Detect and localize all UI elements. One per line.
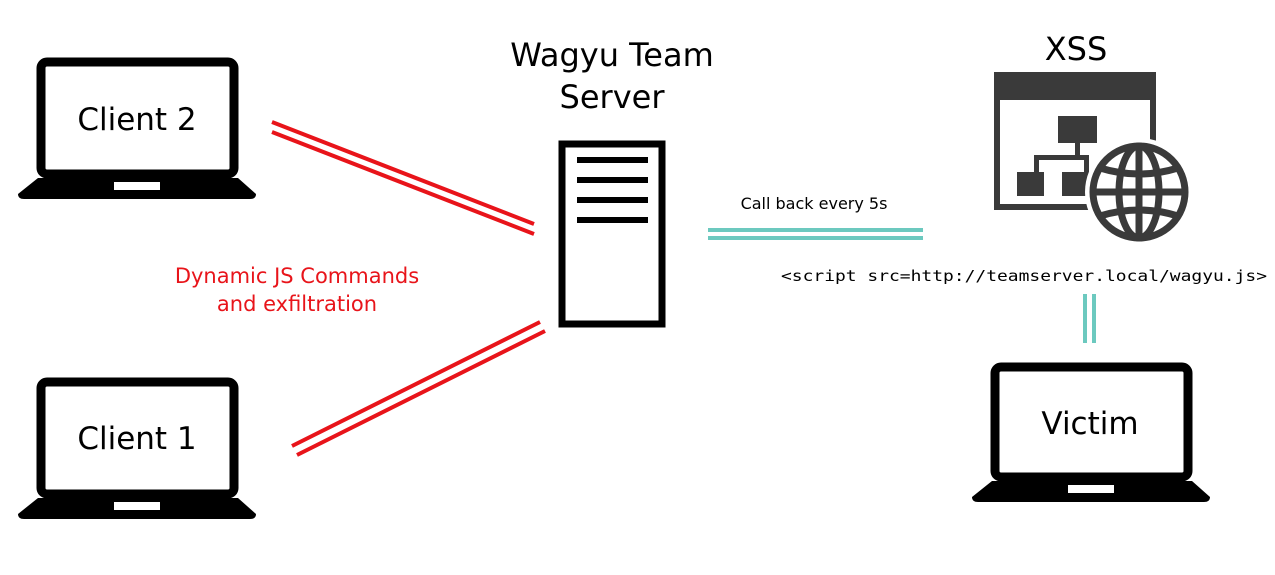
laptop-icon (972, 362, 1210, 502)
callback-label: Call back every 5s (741, 194, 888, 213)
script-tag-label: <script src=http://teamserver.local/wagy… (781, 267, 1267, 285)
red-link-client-2-to-server (271, 120, 535, 236)
server-title-line-2: Server (560, 78, 666, 116)
teal-link-server-to-xss (708, 228, 923, 240)
server-tower-icon (558, 140, 666, 328)
client-1-laptop: Client 1 (18, 377, 256, 519)
laptop-icon (18, 57, 256, 199)
red-link-label-line-1: Dynamic JS Commands (175, 264, 419, 288)
website-sitemap-globe-icon (994, 72, 1193, 246)
victim-laptop: Victim (972, 362, 1210, 502)
client-1-label: Client 1 (77, 421, 196, 457)
team-server: Wagyu Team Server (510, 36, 714, 328)
server-title-line-1: Wagyu Team (510, 36, 713, 74)
laptop-icon (18, 377, 256, 519)
xss-title: XSS (1045, 30, 1108, 68)
xss-node: XSS (994, 30, 1193, 246)
red-link-label-line-2: and exfiltration (217, 292, 377, 316)
red-link-client-1-to-server (291, 320, 546, 457)
client-2-label: Client 2 (77, 102, 196, 138)
victim-label: Victim (1041, 406, 1138, 442)
client-2-laptop: Client 2 (18, 57, 256, 199)
teal-link-xss-to-victim (1083, 294, 1096, 343)
